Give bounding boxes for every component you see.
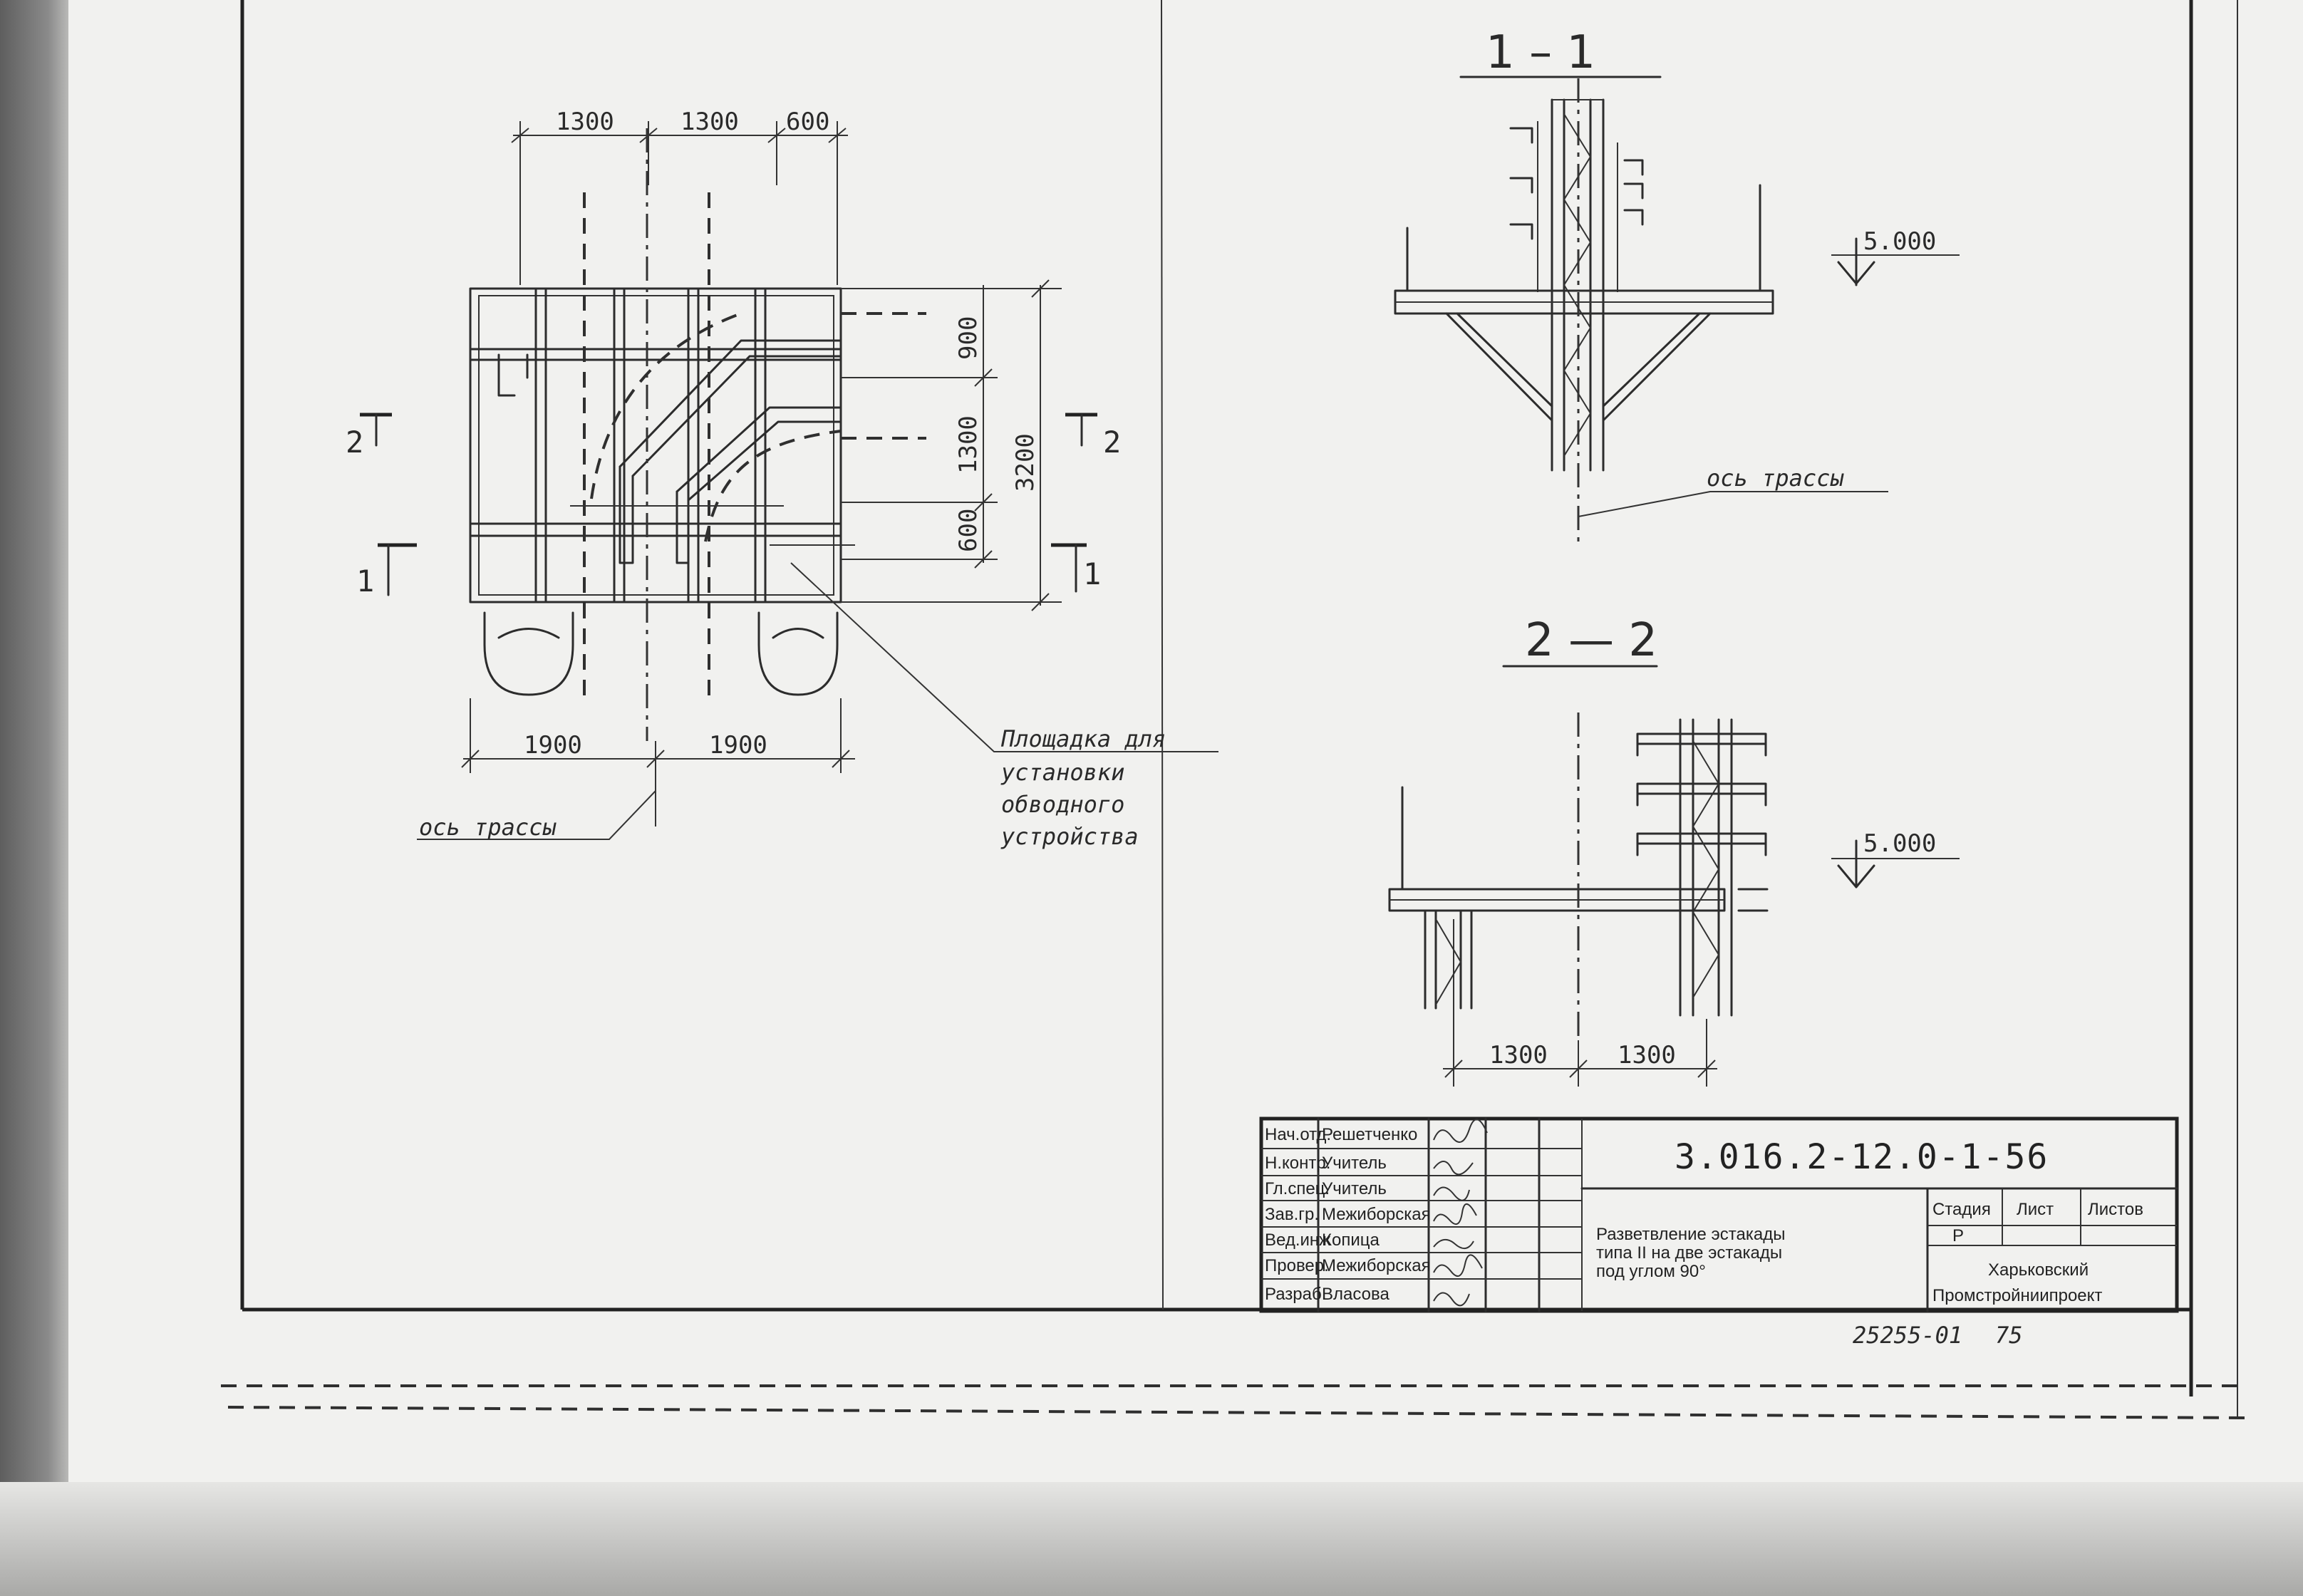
scan-shadow-edge: [0, 0, 68, 1596]
section-1-axis-label: ось трассы: [1707, 465, 1844, 492]
section-1-1: 1 – 1 ось трассы 5.000: [1394, 26, 1960, 549]
section-2-2-title: 2 — 2: [1525, 614, 1657, 667]
scan-bottom-margin: [0, 1482, 2303, 1596]
archive-number: 25255-01: [1853, 1322, 1962, 1349]
plan-view: 1300 1300 600 900 1300 600 3200 1900 190…: [346, 108, 1218, 850]
section-2-2: 2 — 2 5.000: [1388, 614, 1960, 1087]
tb-name-5: Копица: [1322, 1230, 1380, 1250]
plan-dim-total: 3200: [1011, 433, 1040, 492]
tb-role-2: Н.контр.: [1265, 1154, 1330, 1173]
plan-dim-right-3: 600: [954, 509, 983, 552]
section-mark-2-right: 2: [1065, 413, 1121, 460]
page-number: 75: [1995, 1322, 2023, 1349]
tb-document-code: 3.016.2-12.0-1-56: [1675, 1137, 2049, 1177]
plan-callout-line-1: Площадка для: [1000, 725, 1166, 752]
plan-dim-bottom-1: 1900: [524, 731, 582, 760]
plan-callout-line-4: устройства: [1000, 823, 1139, 850]
svg-text:2: 2: [346, 425, 363, 460]
tb-description-2: типа II на две эстакады: [1596, 1243, 1782, 1263]
section-2-dim-2: 1300: [1618, 1041, 1676, 1069]
plan-dim-right-2: 1300: [954, 415, 983, 474]
plan-callout-line-2: установки: [1000, 759, 1124, 786]
tb-role-5: Вед.инж: [1265, 1230, 1330, 1250]
svg-text:1: 1: [356, 564, 374, 598]
svg-text:2: 2: [1103, 425, 1121, 460]
plan-dim-top-2: 1300: [680, 108, 739, 136]
plan-dim-top-1: 1300: [556, 108, 614, 136]
svg-text:1: 1: [1083, 556, 1101, 591]
tb-name-1: Решетченко: [1322, 1125, 1417, 1144]
tb-role-1: Нач.отд.: [1265, 1125, 1331, 1144]
tb-org-1: Харьковский: [1988, 1260, 2089, 1280]
plan-dim-right-1: 900: [954, 316, 983, 360]
tb-header-sheet: Лист: [2017, 1200, 2054, 1219]
section-2-elevation: 5.000: [1863, 829, 1936, 858]
tb-description-3: под углом 90°: [1596, 1262, 1706, 1281]
tb-header-stage: Стадия: [1932, 1200, 1991, 1219]
tb-name-2: Учитель: [1322, 1154, 1387, 1173]
tb-stage-value: Р: [1952, 1226, 1964, 1245]
tb-role-6: Провер.: [1265, 1256, 1329, 1275]
tb-name-3: Учитель: [1322, 1179, 1387, 1198]
tb-org-2: Промстройниипроект: [1932, 1286, 2102, 1305]
tb-role-4: Зав.гр.: [1265, 1205, 1319, 1224]
signatures: [1433, 1119, 1488, 1307]
section-mark-1-left: 1: [356, 543, 417, 598]
tb-name-4: Межиборская: [1322, 1205, 1431, 1224]
tb-name-7: Власова: [1322, 1285, 1389, 1304]
tb-header-sheets: Листов: [2088, 1200, 2143, 1219]
plan-dim-top-3: 600: [786, 108, 829, 136]
title-block: Нач.отд. Н.контр. Гл.спец. Зав.гр. Вед.и…: [1259, 1116, 2179, 1313]
section-1-1-title: 1 – 1: [1486, 26, 1595, 79]
plan-axis-label: ось трассы: [419, 814, 557, 841]
plan-dim-bottom-2: 1900: [709, 731, 767, 760]
section-mark-1-right: 1: [1051, 543, 1101, 593]
tb-name-6: Межиборская: [1322, 1256, 1431, 1275]
section-2-dim-1: 1300: [1489, 1041, 1548, 1069]
section-mark-2-left: 2: [346, 413, 392, 460]
tb-description-1: Разветвление эстакады: [1596, 1225, 1786, 1244]
section-1-elevation: 5.000: [1863, 227, 1936, 256]
plan-callout-line-3: обводного: [1001, 791, 1124, 818]
tb-role-7: Разраб.: [1265, 1285, 1326, 1304]
tb-role-3: Гл.спец.: [1265, 1179, 1330, 1198]
